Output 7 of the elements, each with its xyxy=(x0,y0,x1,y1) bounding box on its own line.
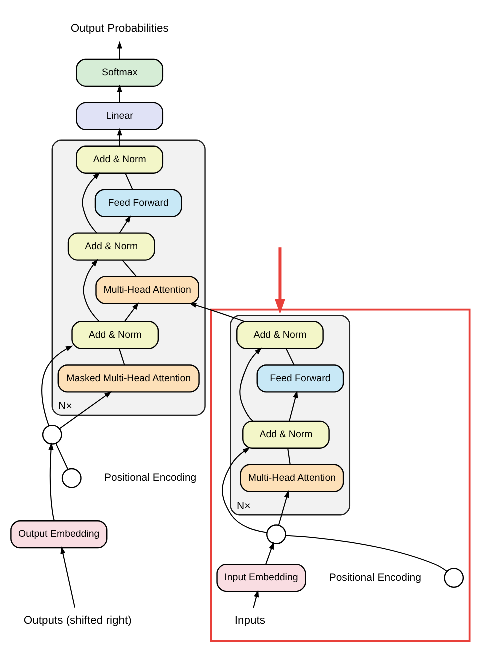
node-text: Inputs xyxy=(234,615,266,628)
node-label: Positional Encoding xyxy=(104,473,197,484)
node-label: N× xyxy=(58,402,72,413)
node-text: Output Probabilities xyxy=(70,23,169,36)
node-text: Outputs (shifted right) xyxy=(24,615,132,628)
node-label: N× xyxy=(237,501,251,512)
node-label: Positional Encoding xyxy=(329,572,422,584)
